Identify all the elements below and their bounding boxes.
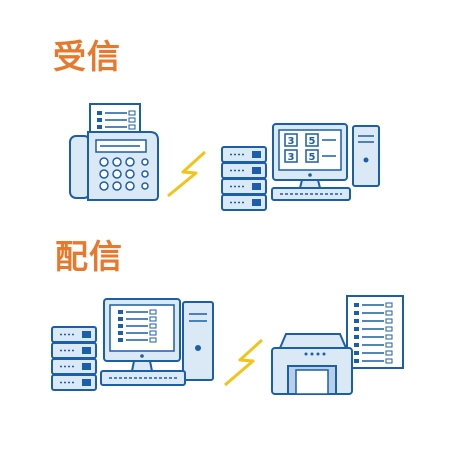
receive-heading: 受信 xyxy=(53,37,121,76)
server-icon xyxy=(51,326,97,391)
printer-icon xyxy=(271,333,353,395)
screen-digit: 3 xyxy=(288,152,295,163)
desktop-computer-icon xyxy=(100,298,214,386)
screen-digit: 5 xyxy=(309,136,316,147)
lightning-icon xyxy=(224,338,264,387)
screen-digit: 5 xyxy=(309,152,316,163)
deliver-heading: 配信 xyxy=(55,237,123,276)
server-icon xyxy=(221,146,267,211)
screen-digit: 3 xyxy=(288,136,295,147)
fax-machine-icon xyxy=(69,103,159,201)
screen-digit-grid xyxy=(284,133,336,163)
document-icon xyxy=(346,295,404,369)
lightning-icon xyxy=(167,150,207,198)
